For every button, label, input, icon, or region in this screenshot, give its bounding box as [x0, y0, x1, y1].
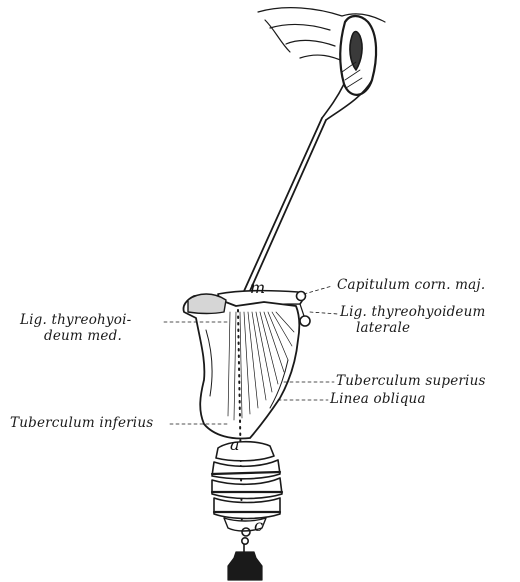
- mark-a: a: [230, 437, 240, 453]
- label-linea-obliqua: Linea obliqua: [330, 392, 426, 407]
- label-lig-med-2: deum med.: [44, 329, 122, 344]
- label-lig-med-1: Lig. thyreohyoi-: [20, 313, 131, 328]
- label-tuberculum-inferius: Tuberculum inferius: [10, 416, 153, 431]
- label-lig-lateral-2: laterale: [356, 321, 410, 336]
- weight-block: [228, 552, 262, 580]
- thyroid-cartilage: [183, 294, 299, 438]
- suspension-rod: [228, 118, 326, 316]
- label-capitulum: Capitulum corn. maj.: [337, 278, 485, 293]
- label-tuberculum-superius: Tuberculum superius: [336, 374, 486, 389]
- mark-m: m: [250, 280, 265, 296]
- hook-loop: [322, 16, 376, 120]
- mark-c: c: [254, 518, 263, 534]
- cricoid-rings: [212, 442, 282, 531]
- label-lig-lateral-1: Lig. thyreohyoideum: [340, 305, 486, 320]
